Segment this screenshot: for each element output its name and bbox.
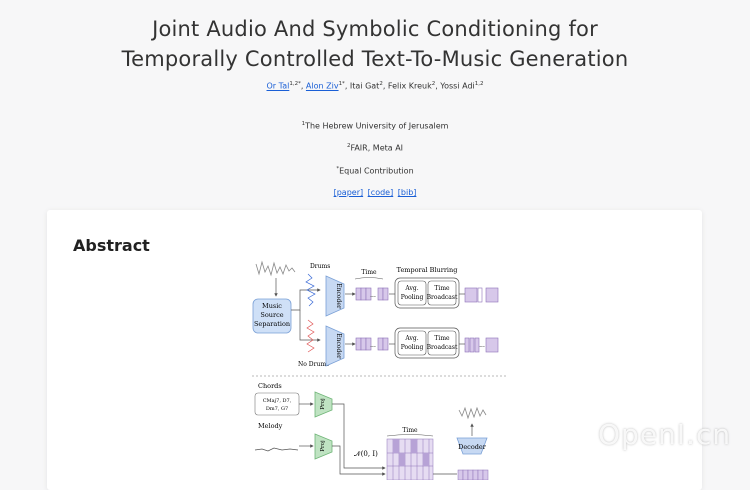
- drums-label: Drums: [310, 263, 330, 270]
- affiliation-2: 2FAIR, Meta AI: [0, 136, 750, 159]
- watermark: OpenI.cn: [598, 418, 732, 451]
- branch-top: [291, 288, 321, 311]
- title-line-2: Temporally Controlled Text-To-Music Gene…: [121, 47, 629, 71]
- affil-sup: 2: [346, 143, 351, 150]
- bib-link[interactable]: [bib]: [397, 187, 417, 197]
- no-drums-label: No Drums: [298, 361, 329, 368]
- time-text: Time: [434, 335, 450, 342]
- time-label-2: Time: [402, 427, 418, 434]
- mss-text-1: Music: [262, 302, 282, 310]
- author-sup: 1,2: [474, 81, 484, 87]
- paper-link[interactable]: [paper]: [333, 187, 364, 197]
- token-row-top: [355, 287, 389, 301]
- author-felix-kreuk: Felix Kreuk: [387, 81, 432, 91]
- author-itai-gat: Itai Gat: [349, 81, 380, 91]
- page-title: Joint Audio And Symbolic Conditioning fo…: [0, 14, 750, 74]
- grid-dark-cells: [393, 439, 429, 466]
- output-tokens-bottom: [464, 337, 499, 353]
- author-or-tal-link[interactable]: Or Tal: [266, 81, 290, 91]
- proj-label: Proj: [320, 398, 326, 410]
- pooling-text: Pooling: [401, 344, 424, 351]
- affil-sup: 1: [301, 120, 306, 127]
- resource-links: [paper] [code] [bib]: [0, 188, 750, 197]
- temporal-blurring-label: Temporal Blurring: [397, 266, 458, 274]
- noise-label: 𝒩(0, I): [354, 450, 378, 458]
- author-sup: 1*: [338, 81, 345, 87]
- encoder-top: [325, 275, 345, 317]
- blur-group-bottom: [394, 327, 460, 359]
- input-waveform: [255, 260, 296, 277]
- decoder-input-tokens: [457, 469, 489, 480]
- broadcast-text: Broadcast: [427, 294, 458, 301]
- drums-waveform: [305, 273, 316, 307]
- mss-text-2: Source: [260, 311, 283, 319]
- abstract-card: Abstract Music Source Separation Drums N…: [47, 210, 702, 490]
- broadcast-text: Broadcast: [427, 344, 458, 351]
- decoder-label: Decoder: [458, 443, 487, 451]
- dots: ...: [370, 292, 376, 299]
- affil-text: FAIR, Meta AI: [350, 143, 404, 153]
- author-yossi-adi: Yossi Adi: [440, 81, 475, 91]
- affiliation-1: 1The Hebrew University of Jerusalem: [0, 114, 750, 137]
- author-sup: 2: [379, 81, 383, 87]
- author-alon-ziv-link[interactable]: Alon Ziv: [305, 81, 339, 91]
- author-list: Or Tal1,2*, Alon Ziv1*, Itai Gat2, Felix…: [266, 81, 484, 91]
- branch-bottom: [299, 310, 321, 342]
- blur-group-top: [394, 277, 460, 309]
- code-link[interactable]: [code]: [367, 187, 394, 197]
- architecture-figure: Music Source Separation Drums No Drums E…: [252, 260, 508, 480]
- dots: ...: [370, 342, 376, 349]
- proj-label: Proj: [320, 440, 326, 452]
- encoder-top-label: Encoder: [335, 283, 342, 309]
- mss-box: [252, 298, 292, 334]
- title-line-1: Joint Audio And Symbolic Conditioning fo…: [152, 17, 598, 41]
- page-header: Joint Audio And Symbolic Conditioning fo…: [0, 0, 750, 197]
- encoder-bottom-label: Encoder: [335, 333, 342, 359]
- time-bracket: [354, 277, 384, 280]
- abstract-heading: Abstract: [73, 236, 150, 255]
- melody-label: Melody: [258, 422, 283, 430]
- affiliation-3: *Equal Contribution: [0, 159, 750, 182]
- affil-text: The Hebrew University of Jerusalem: [305, 121, 449, 131]
- time-broadcast-top: [427, 280, 457, 306]
- affiliations: 1The Hebrew University of Jerusalem 2FAI…: [0, 114, 750, 182]
- time-broadcast-bottom: [427, 330, 457, 356]
- avg-text: Avg.: [404, 335, 418, 342]
- time-bracket: [386, 434, 434, 437]
- proj-melody: [314, 433, 333, 460]
- author-sup: 1,2*: [289, 81, 301, 87]
- mss-text-3: Separation: [254, 320, 290, 328]
- chords-text-1: CMaj7, D7,: [263, 398, 292, 404]
- time-label: Time: [361, 269, 377, 276]
- chords-text-2: Dm7, G7: [266, 406, 288, 412]
- time-text: Time: [434, 285, 450, 292]
- affil-sup: *: [336, 165, 340, 172]
- decoder-box: [456, 437, 488, 455]
- melody-line: [254, 447, 299, 452]
- output-waveform: [458, 406, 487, 420]
- author-sup: 2: [431, 81, 436, 87]
- affil-text: Equal Contribution: [339, 166, 414, 176]
- chords-label: Chords: [258, 382, 282, 390]
- no-drums-waveform: [306, 319, 315, 353]
- avg-pooling-bottom: [397, 330, 427, 356]
- avg-text: Avg.: [404, 285, 418, 292]
- avg-pooling-top: [397, 280, 427, 306]
- output-tokens-top: [464, 287, 499, 303]
- token-row-bottom: [355, 337, 389, 351]
- pooling-text: Pooling: [401, 294, 424, 301]
- proj-chords: [314, 391, 333, 418]
- encoder-bottom: [325, 325, 345, 367]
- dots: ...: [479, 342, 485, 349]
